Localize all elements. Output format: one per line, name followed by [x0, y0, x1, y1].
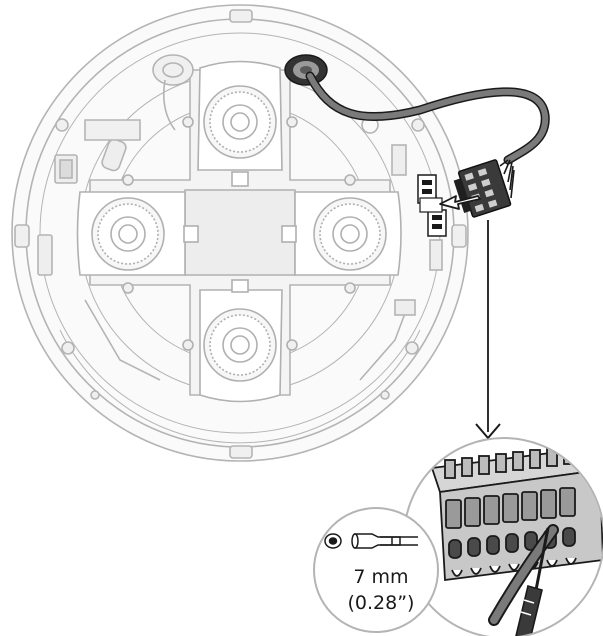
stripped-wire-icon — [324, 533, 418, 549]
strip-length-imperial: (0.28”) — [348, 592, 415, 614]
lens-modules — [76, 60, 402, 403]
lens-module-top — [197, 60, 283, 187]
unplug-arrow — [439, 195, 481, 210]
terminal-socket — [417, 174, 447, 237]
lens-module-right — [281, 191, 402, 276]
strip-length-callout: 7 mm (0.28”) — [313, 507, 439, 633]
cable-gland-left — [152, 54, 194, 86]
lens-module-left — [76, 191, 199, 276]
detail-pointer-arrowhead — [475, 423, 501, 440]
lens-module-bottom — [199, 279, 283, 403]
terminal-block-icon — [430, 445, 603, 582]
camera-housing — [11, 4, 469, 462]
rim-tabs — [14, 9, 467, 459]
cable-gland-right — [284, 54, 328, 86]
screwdriver-icon — [515, 527, 550, 636]
terminal-block-detail — [403, 437, 603, 636]
terminal-connector-unplugged — [453, 159, 512, 218]
wire-fan — [499, 159, 515, 199]
strip-length-metric: 7 mm — [353, 566, 408, 588]
